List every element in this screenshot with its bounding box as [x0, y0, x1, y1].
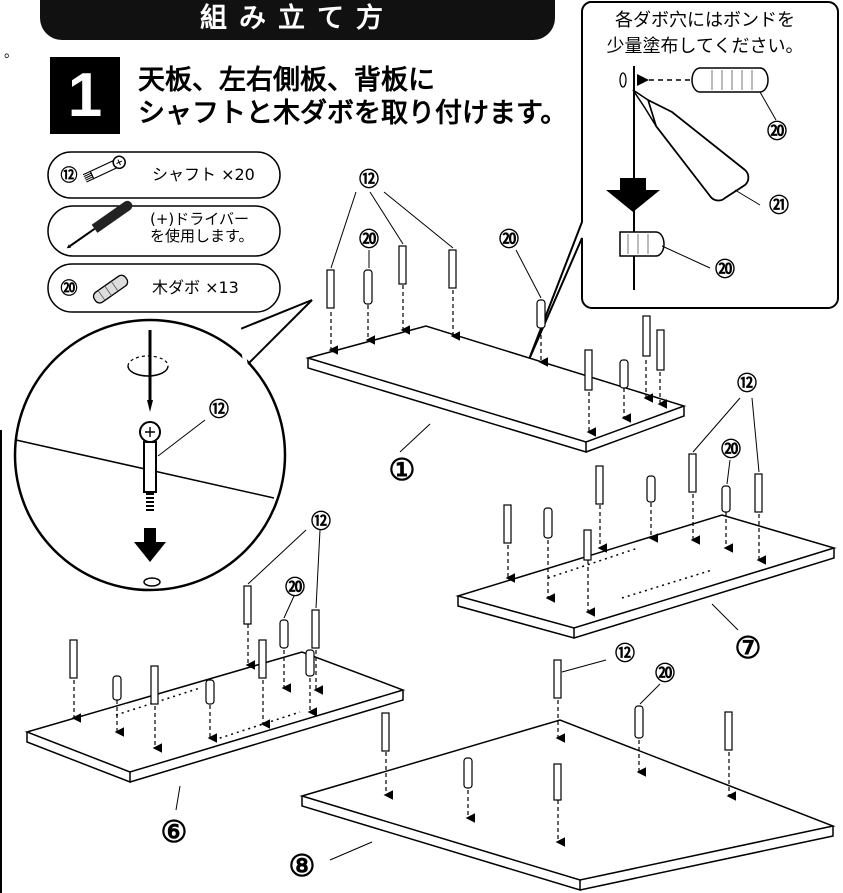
panel-6-label: ⑥ [160, 816, 188, 849]
panel1-shaft-label: ⑫ [359, 169, 379, 191]
panel1-dowel-label-b: ⑳ [499, 229, 519, 251]
part-dowel-label: 木ダボ ×13 [152, 278, 239, 297]
zoom-shaft [139, 421, 161, 511]
zoom-shaft-label: ⑫ [209, 399, 229, 421]
panel-1 [305, 245, 687, 454]
part-dowel-id: ⑳ [60, 279, 78, 298]
panel-7 [455, 453, 837, 639]
callout-dowel-inserted [619, 231, 665, 257]
part-screwdriver-line1: (+)ドライバー [150, 210, 249, 228]
part-screwdriver-line2: を使用します。 [150, 227, 254, 245]
callout-line1: 各ダボ穴にはボンドを [615, 10, 795, 31]
panel6-shaft-label: ⑫ [311, 511, 331, 533]
part-screwdriver-label: (+)ドライバー を使用します。 [150, 211, 254, 245]
panel1-dowel-label-a: ⑳ [359, 229, 379, 251]
step-title-line2: シャフトと木ダボを取り付けます。 [138, 98, 568, 129]
callout-instruction: 各ダボ穴にはボンドを 少量塗布してください。 [580, 8, 830, 60]
callout-bond-label: ㉑ [769, 195, 789, 217]
panel6-dowel-label: ⑳ [285, 577, 305, 599]
screwdriver-icon [66, 200, 133, 249]
parts-list [47, 151, 281, 313]
decor-dot: 。 [4, 45, 18, 61]
callout-line2: 少量塗布してください。 [606, 36, 804, 57]
shaft-icon [82, 155, 126, 183]
bond-bottle-icon [632, 89, 750, 202]
panel-1-label: ① [388, 454, 416, 487]
dowel-icon [92, 274, 129, 304]
panel8-shaft-label: ⑫ [615, 643, 635, 665]
zoom-screwdriver [127, 330, 169, 412]
step-title-line1: 天板、左右側板、背板に [138, 65, 435, 96]
header-title: 組み立て方 [200, 3, 395, 34]
part-shaft-id: ⑫ [60, 166, 78, 185]
step-number: 1 [50, 57, 120, 134]
panel-8-label: ⑧ [288, 850, 316, 883]
zoom-down-arrow [134, 528, 166, 562]
panel8-dowel-label: ⑳ [655, 663, 675, 685]
callout-down-arrow [606, 178, 660, 212]
step-title: 天板、左右側板、背板に シャフトと木ダボを取り付けます。 [138, 64, 567, 130]
callout-dowel-label: ⑳ [767, 121, 787, 143]
panel-8 [299, 659, 836, 892]
panel7-dowel-label: ⑳ [721, 439, 741, 461]
callout-dowel-top [691, 67, 769, 93]
panel-6 [24, 585, 406, 811]
callout-dowel-label-bottom: ⑳ [715, 259, 735, 281]
panel-7-label: ⑦ [734, 632, 762, 665]
header-bar: 組み立て方 [40, 0, 555, 40]
panel7-shaft-label: ⑫ [737, 373, 757, 395]
part-shaft-label: シャフト ×20 [152, 165, 255, 184]
left-edge-rule [0, 430, 2, 893]
